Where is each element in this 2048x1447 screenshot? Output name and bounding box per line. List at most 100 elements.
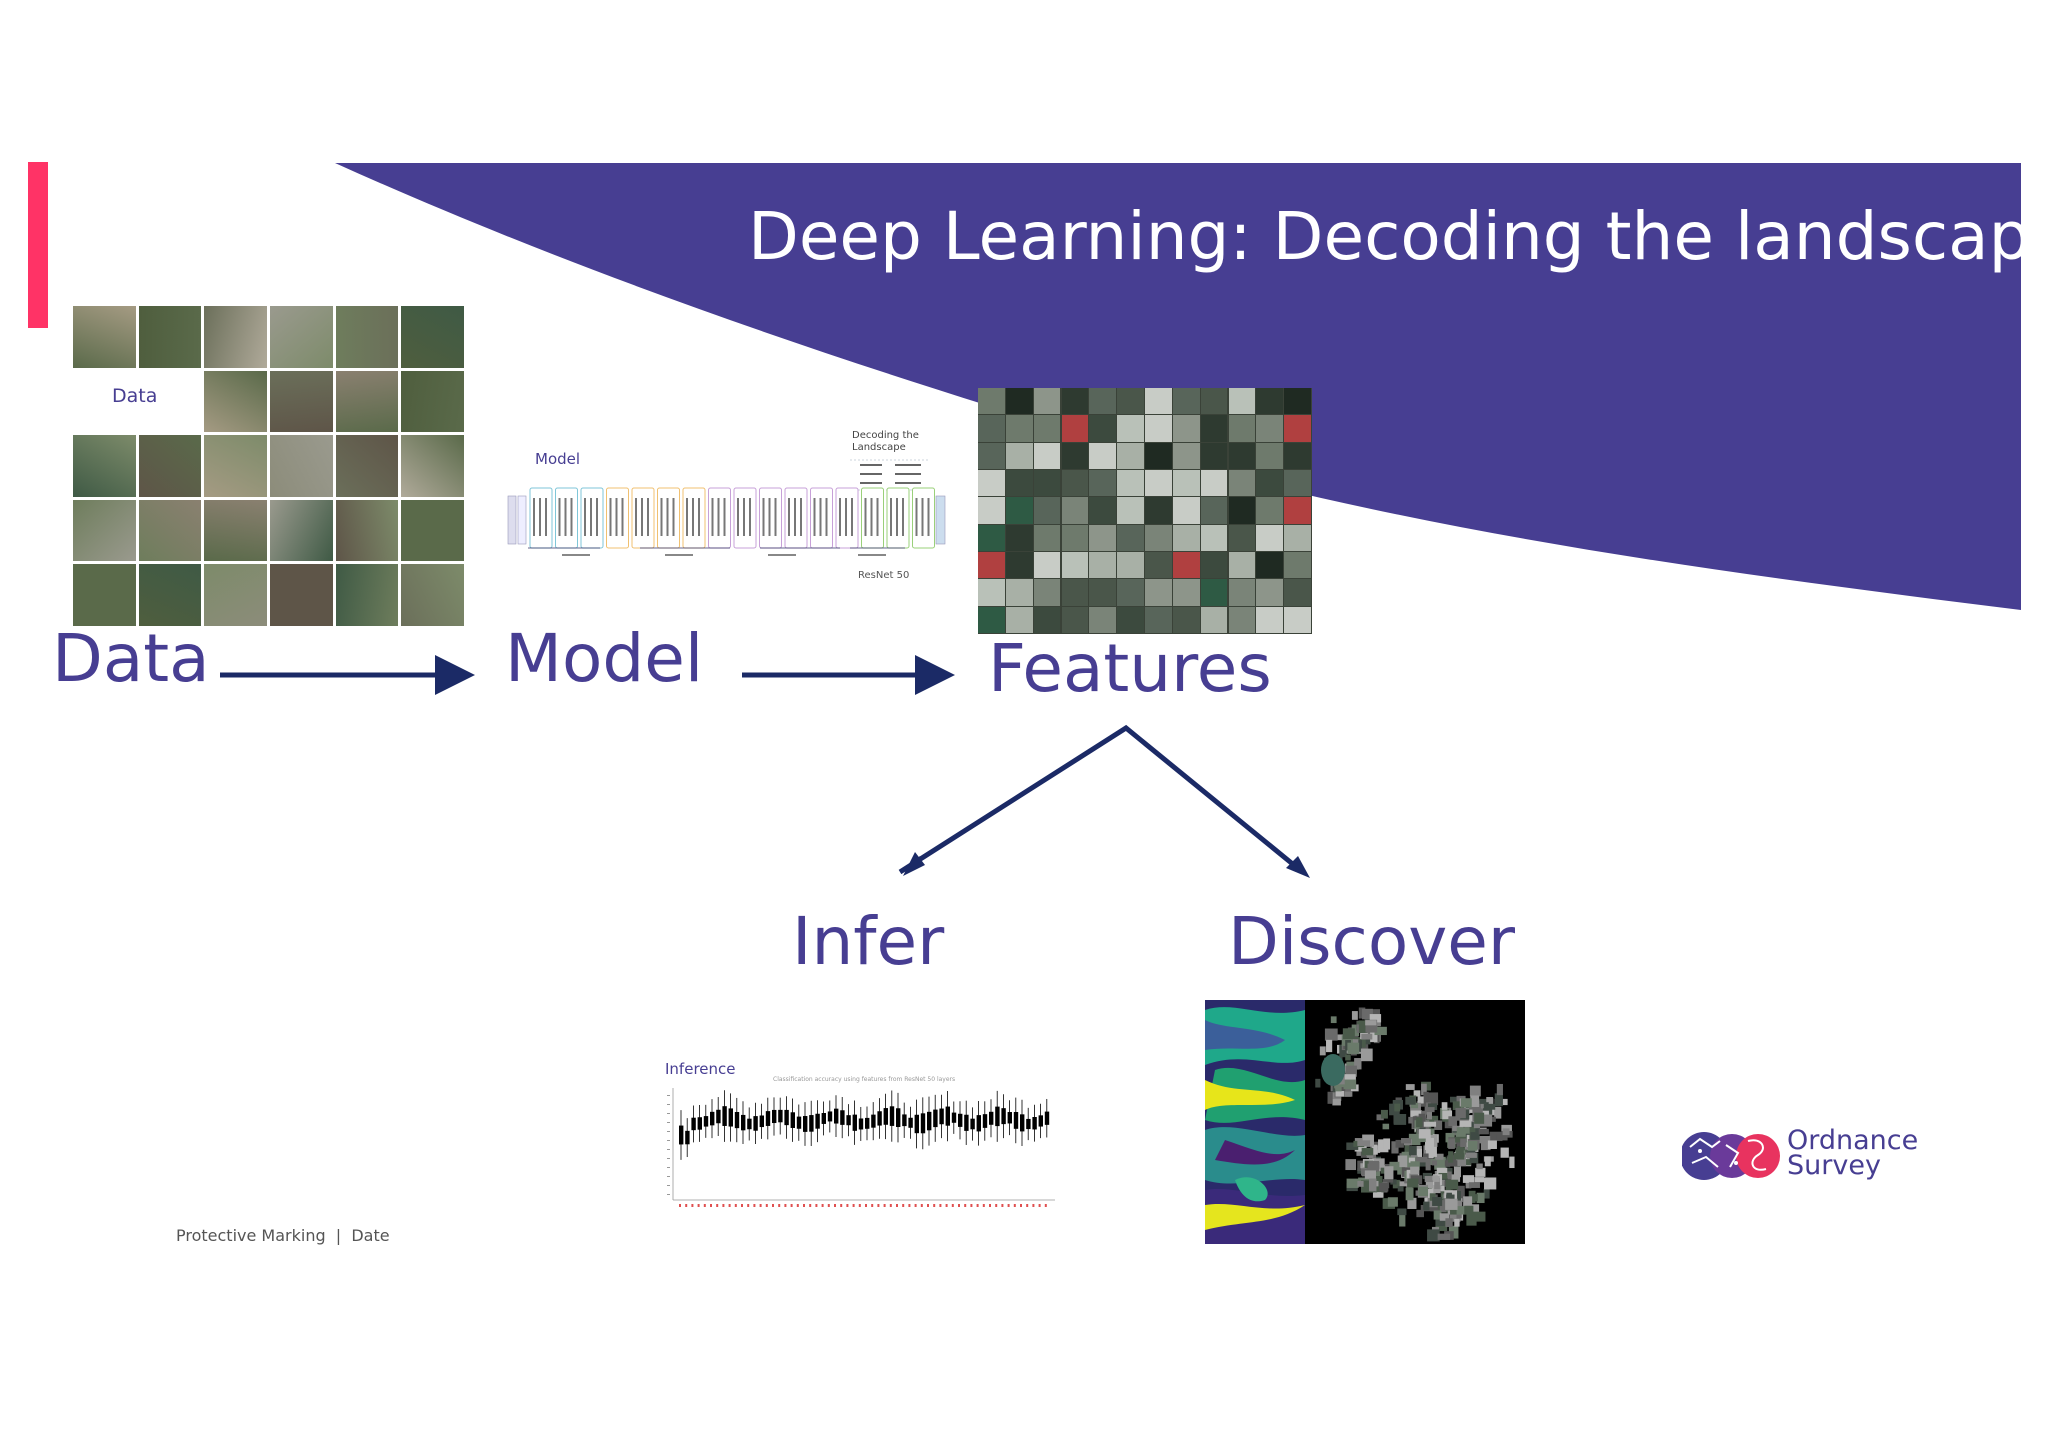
parcel [1418, 1186, 1429, 1196]
feature-tile [1256, 442, 1284, 469]
feature-tile [1256, 470, 1284, 497]
feature-tile [1172, 552, 1200, 579]
boxplot-box [920, 1113, 926, 1134]
parcel [1500, 1147, 1509, 1158]
parcel [1315, 1078, 1321, 1088]
feature-tile [1089, 579, 1117, 606]
boxplot-box [821, 1113, 826, 1124]
parcel [1444, 1160, 1458, 1167]
aerial-tile [73, 499, 136, 562]
boxplot-box [858, 1118, 864, 1130]
x-tick [958, 1204, 960, 1207]
aerial-tile [270, 499, 333, 562]
parcel [1442, 1110, 1453, 1120]
parcel [1434, 1120, 1443, 1130]
parcel [1434, 1177, 1440, 1190]
feature-tile [1089, 552, 1117, 579]
parcel [1445, 1218, 1453, 1227]
boxplot-box [908, 1117, 913, 1128]
boxplot-box [778, 1109, 783, 1123]
feature-tile [1005, 606, 1033, 633]
boxplot-box [976, 1115, 981, 1132]
inference-boxplot [667, 1088, 1055, 1207]
parcel [1470, 1132, 1480, 1140]
x-tick [951, 1204, 954, 1207]
discovered-parcels [1315, 1007, 1515, 1242]
x-tick [741, 1204, 743, 1207]
aerial-tile [138, 564, 202, 626]
feature-tile [1061, 524, 1089, 551]
parcel [1494, 1106, 1502, 1119]
y-tick [667, 1104, 670, 1105]
parcel [1394, 1103, 1401, 1112]
feature-tile [1089, 442, 1117, 469]
boxplot-box [759, 1115, 764, 1128]
boxplot-box [927, 1111, 932, 1131]
boxplot-box [697, 1117, 702, 1130]
parcel [1336, 1034, 1347, 1041]
parcel [1416, 1117, 1423, 1128]
boxplot-box [970, 1118, 975, 1130]
aerial-tile [204, 435, 267, 497]
x-tick [927, 1204, 929, 1207]
model-box-title: Decoding the Landscape [852, 430, 919, 453]
parcel [1404, 1140, 1410, 1153]
feature-tile [1200, 388, 1228, 415]
feature-tile [1200, 552, 1228, 579]
parcel [1418, 1129, 1431, 1139]
parcel [1448, 1116, 1457, 1126]
feature-tile [1089, 470, 1117, 497]
x-tick [840, 1204, 843, 1207]
aerial-tile [204, 499, 267, 562]
parcel [1425, 1177, 1438, 1189]
feature-tile [1117, 552, 1144, 579]
model-subcaption: ResNet 50 [858, 570, 910, 581]
feature-tile [1284, 497, 1311, 524]
aerial-tile [138, 435, 202, 497]
feature-tile [1284, 470, 1311, 497]
x-tick [889, 1204, 892, 1207]
parcel [1423, 1091, 1429, 1102]
feature-tile [1005, 388, 1033, 415]
feature-tile [978, 606, 1005, 633]
feature-tile [1117, 579, 1144, 606]
parcel [1459, 1120, 1472, 1127]
feature-tile [1033, 524, 1061, 551]
feature-tile [1256, 497, 1284, 524]
boxplot-box [889, 1106, 895, 1126]
parcel [1448, 1138, 1455, 1149]
parcel [1430, 1204, 1442, 1212]
parcel [1475, 1167, 1486, 1177]
model-thumbnail-caption: Model [535, 450, 581, 468]
feature-tile [978, 388, 1005, 415]
parcel [1413, 1090, 1421, 1097]
parcel [1354, 1058, 1362, 1070]
parcel [1410, 1102, 1419, 1109]
parcel [1426, 1107, 1433, 1120]
feature-tile [1145, 415, 1172, 442]
x-tick [902, 1204, 905, 1207]
parcel [1465, 1152, 1477, 1158]
feature-tile [978, 470, 1005, 497]
feature-tile [1172, 470, 1200, 497]
parcel [1405, 1096, 1416, 1105]
x-tick [1032, 1204, 1035, 1207]
y-tick [667, 1095, 670, 1096]
resnet-input-block [507, 495, 517, 545]
parcel [1364, 1170, 1377, 1179]
parcel [1454, 1156, 1467, 1167]
x-tick [759, 1204, 762, 1207]
parcel [1374, 1026, 1387, 1036]
x-tick [722, 1204, 725, 1207]
aerial-tile [401, 435, 464, 497]
boxplot-box [765, 1111, 771, 1126]
x-tick [821, 1204, 824, 1207]
boxplot-box [796, 1116, 802, 1129]
parcel [1408, 1116, 1414, 1124]
boxplot-box [753, 1116, 758, 1131]
boxplot-box [865, 1117, 870, 1129]
parcel [1390, 1179, 1397, 1185]
parcel [1384, 1166, 1394, 1180]
resnet-pool-block [517, 495, 527, 545]
x-tick [877, 1204, 880, 1207]
